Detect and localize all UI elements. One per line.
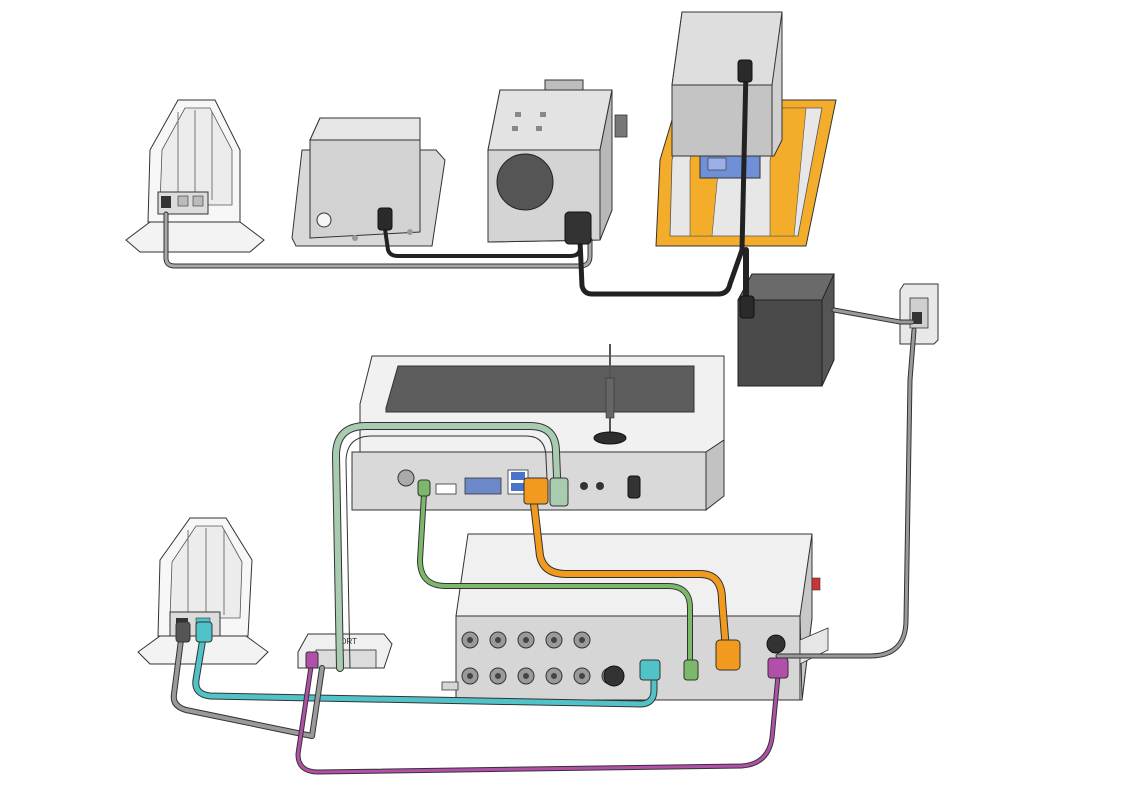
controller-port-pin — [467, 637, 473, 643]
controller-port-pin — [523, 637, 529, 643]
controller-port-pin — [523, 673, 529, 679]
controller-ports — [461, 631, 625, 687]
controller-port-pin — [551, 673, 557, 679]
top-cables — [163, 67, 915, 325]
bottom-cables — [170, 327, 917, 775]
hub-label: PORT — [335, 637, 357, 646]
controller-port-pin — [551, 637, 557, 643]
top-speaker-cube — [487, 79, 628, 243]
top-left-heater-unit — [125, 99, 265, 253]
bottom-left-heater-unit — [137, 517, 269, 665]
wall-outlet — [899, 283, 939, 345]
controller-port-pin — [495, 637, 501, 643]
top-power-supply-box — [291, 117, 446, 247]
power-brick — [737, 273, 835, 387]
controller-large-port — [603, 665, 625, 687]
network-hub: PORT — [297, 633, 393, 669]
controller-port-pin — [579, 673, 585, 679]
controller-port-pin — [495, 673, 501, 679]
controller-port-pin — [467, 673, 473, 679]
antenna — [593, 344, 641, 499]
top-connectors — [377, 59, 755, 319]
controller-port-pin — [579, 637, 585, 643]
bottom-connectors — [175, 477, 789, 681]
